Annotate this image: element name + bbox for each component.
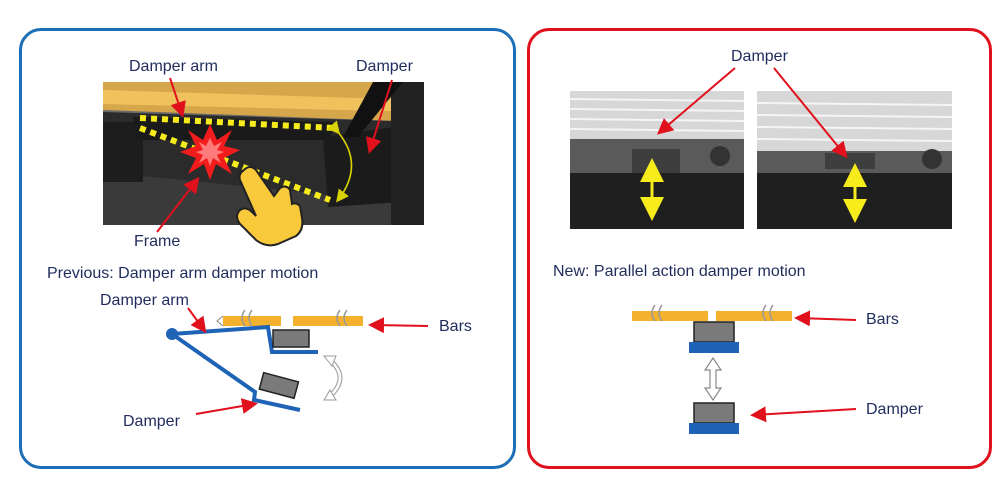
- label-damper-previous: Damper: [123, 413, 180, 430]
- label-damper-arm-diagram: Damper arm: [100, 292, 189, 309]
- hand-pointer-icon: [236, 166, 304, 247]
- new-caption: New: Parallel action damper motion: [553, 263, 806, 280]
- collision-burst-icon: [180, 124, 240, 180]
- damper-new-lower: [693, 402, 735, 424]
- damper-upper: [272, 329, 310, 348]
- arm-dotted-line-lower: [138, 125, 332, 203]
- damper-new-upper: [693, 321, 735, 343]
- arrow-damper-new-photo-left: [656, 67, 736, 135]
- arrow-damper-new-photo-right: [773, 67, 848, 159]
- swing-arc: [326, 120, 353, 203]
- arrow-damper-arm: [169, 77, 186, 118]
- arrow-frame: [156, 176, 200, 233]
- label-damper-arm-photo: Damper arm: [129, 58, 218, 75]
- damper-base-lower: [689, 423, 739, 434]
- label-bars-previous: Bars: [439, 318, 472, 335]
- arrow-bars-new: [794, 310, 857, 327]
- label-damper-new-photo: Damper: [731, 48, 788, 65]
- arrow-damper: [365, 79, 393, 154]
- rotation-arrow-icon: [322, 355, 343, 401]
- label-bars-new: Bars: [866, 311, 899, 328]
- bars-previous: [216, 309, 363, 327]
- arrow-diagram-arm: [187, 307, 207, 334]
- label-frame: Frame: [134, 233, 181, 250]
- new-panel: [527, 28, 992, 469]
- arrow-damper-new: [750, 406, 857, 423]
- arrow-damper-previous: [195, 398, 258, 415]
- white-double-arrow-icon: [703, 356, 723, 402]
- label-damper-new: Damper: [866, 401, 923, 418]
- damper-base-upper: [689, 342, 739, 353]
- label-damper-photo: Damper: [356, 58, 413, 75]
- arrow-bars-previous: [368, 317, 429, 334]
- bars-new: [632, 304, 792, 322]
- damper-lower: [258, 371, 300, 400]
- previous-panel: [19, 28, 516, 469]
- damper-arm-diagram: [166, 324, 318, 412]
- previous-caption: Previous: Damper arm damper motion: [47, 265, 319, 282]
